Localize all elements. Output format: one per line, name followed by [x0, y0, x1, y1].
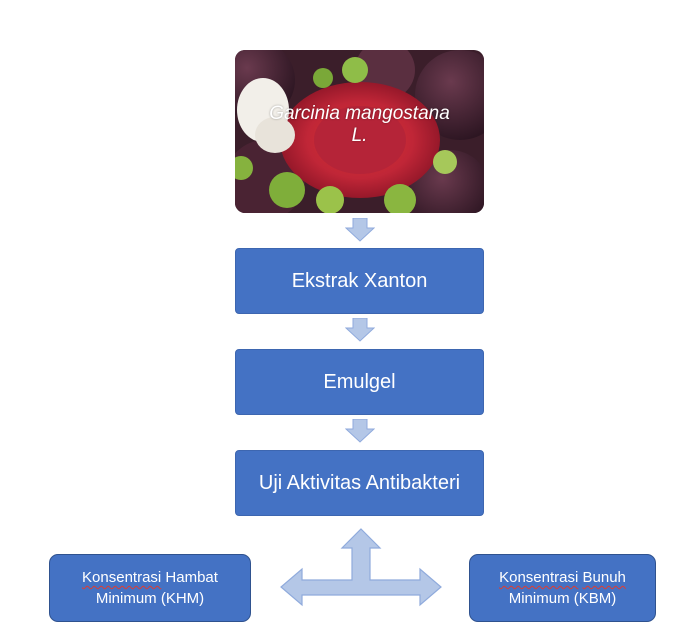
result-kbm: Konsentrasi Bunuh Minimum (KBM) [469, 554, 656, 622]
three-way-arrow-icon [280, 528, 442, 607]
result-word: Konsentrasi [82, 569, 162, 586]
step-ekstrak-xanton: Ekstrak Xanton [235, 248, 484, 314]
down-arrow-icon [345, 419, 375, 443]
mangosteen-photo: Garcinia mangostana L. [235, 50, 484, 213]
result-khm: Konsentrasi Hambat Minimum (KHM) [49, 554, 251, 622]
species-label: Garcinia mangostana L. [235, 103, 484, 147]
mangosteen-image [235, 50, 484, 213]
result-line2: Minimum (KHM) [95, 590, 205, 607]
step-label: Uji Aktivitas Antibakteri [258, 471, 461, 494]
down-arrow-icon [345, 218, 375, 242]
step-uji-aktivitas-antibakteri: Uji Aktivitas Antibakteri [235, 450, 484, 516]
result-word-rest: Hambat [165, 569, 218, 586]
result-line2: Minimum (KBM) [508, 590, 617, 607]
down-arrow-icon [345, 318, 375, 342]
step-label: Emulgel [323, 370, 396, 393]
result-word: Konsentrasi [499, 569, 579, 586]
step-emulgel: Emulgel [235, 349, 484, 415]
species-author: L. [351, 125, 368, 146]
result-word-rest: Bunuh [582, 569, 626, 586]
species-name: Garcinia mangostana [269, 103, 450, 124]
step-label: Ekstrak Xanton [291, 269, 428, 292]
